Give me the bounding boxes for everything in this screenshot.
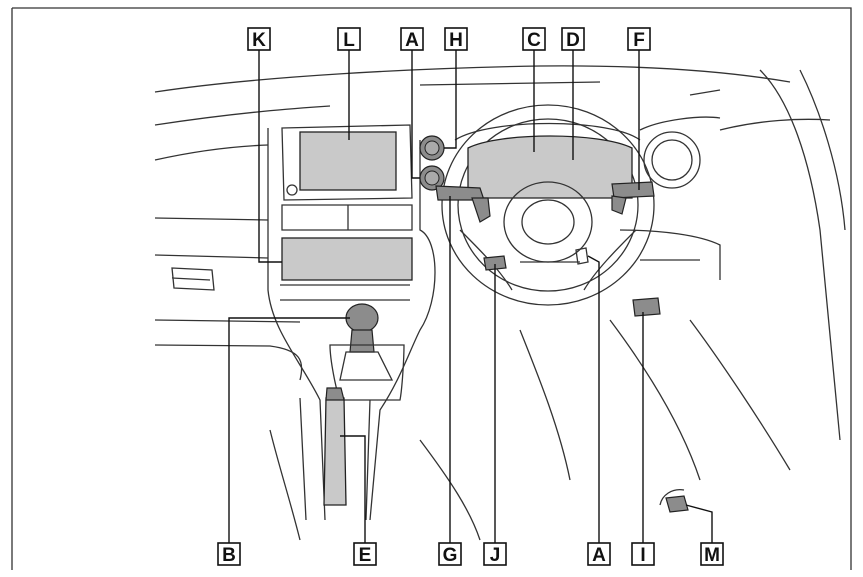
svg-text:L: L [343,30,355,51]
label-g: G [439,543,461,566]
side-vent [172,268,214,290]
svg-text:H: H [449,30,463,51]
svg-text:C: C [527,30,541,51]
handbrake [300,388,370,520]
button-h-inner [425,141,439,155]
svg-text:B: B [222,545,236,566]
button-a-top-inner [425,171,439,185]
label-m: M [701,543,723,566]
label-e: E [354,543,376,566]
label-d: D [562,28,584,51]
label-a-top: A [401,28,423,51]
svg-text:D: D [566,30,580,51]
multimedia-display [282,125,412,200]
svg-text:A: A [405,30,419,51]
label-j: J [484,543,506,566]
lower-right-lines [610,320,790,480]
label-b: B [218,543,240,566]
frame-border [12,8,851,570]
label-i: I [632,543,654,566]
label-c: C [523,28,545,51]
right-vent [644,132,700,188]
stalk-left-tip [472,198,490,222]
svg-text:I: I [640,545,645,566]
label-h: H [445,28,467,51]
label-k: K [248,28,270,51]
svg-text:E: E [359,545,372,566]
svg-text:A: A [592,545,606,566]
label-f: F [628,28,650,51]
lower-panel-highlight [282,238,412,280]
stalk-right [612,182,654,198]
svg-text:K: K [252,30,266,51]
label-l: L [338,28,360,51]
floor-lines [270,330,570,540]
stalk-right-tip [612,196,626,214]
switch-a-bottom [576,248,588,264]
svg-text:F: F [633,30,645,51]
lever-m [666,496,688,512]
switch-i [633,298,660,316]
svg-text:M: M [704,545,720,566]
svg-text:G: G [443,545,458,566]
right-dash-detail [620,230,720,280]
label-a-bottom: A [588,543,610,566]
svg-text:J: J [490,545,501,566]
